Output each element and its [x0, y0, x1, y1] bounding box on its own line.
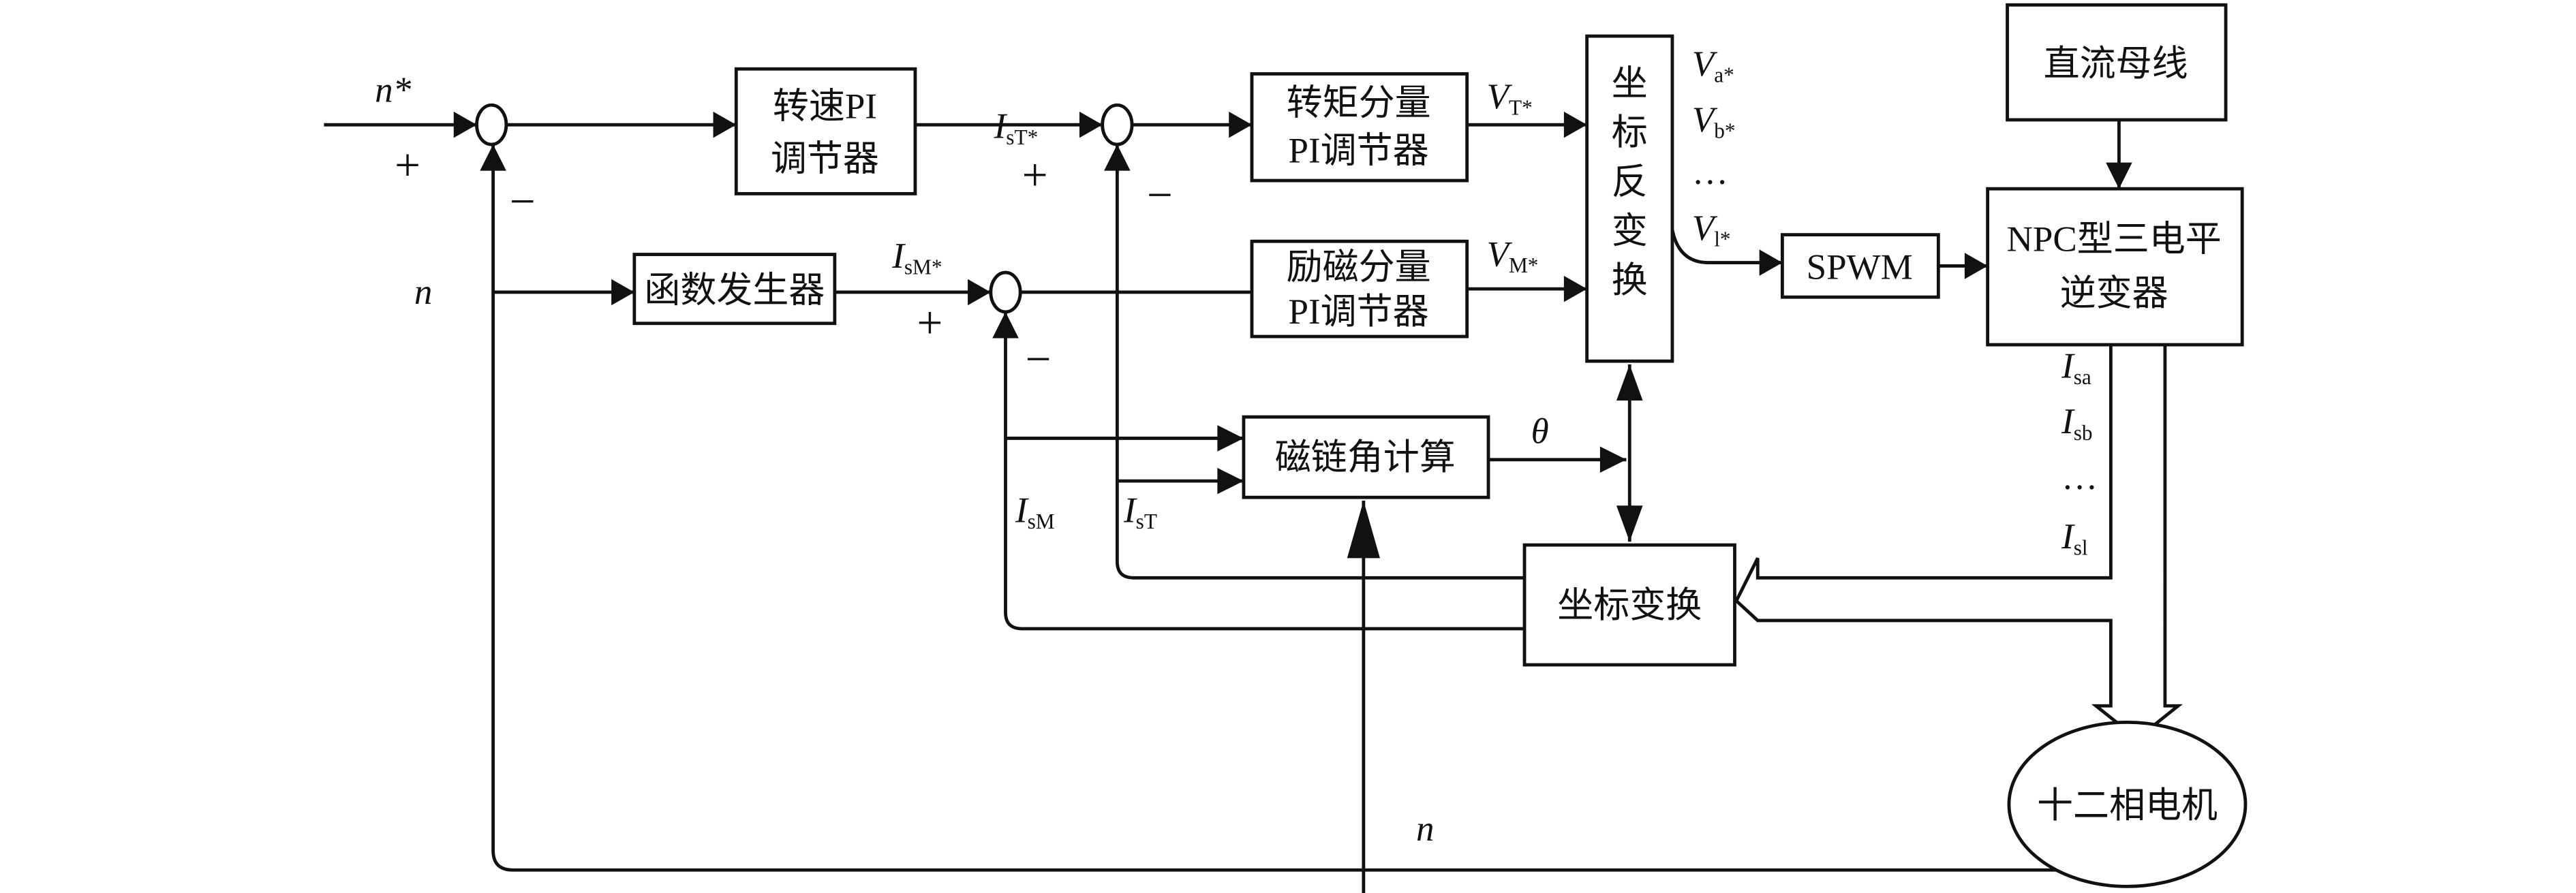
label-n: n — [414, 272, 433, 312]
svg-text:标: 标 — [1612, 113, 1648, 153]
svg-text:…: … — [1692, 153, 1728, 192]
minus-sign: − — [1025, 333, 1051, 384]
label-ism-ref: IsM* — [891, 236, 942, 279]
svg-text:反: 反 — [1612, 162, 1648, 202]
current-input-labels: Isa Isb … Isl — [2061, 346, 2098, 559]
summing-junction-flux — [989, 270, 1022, 314]
svg-text:NPC型三电平: NPC型三电平 — [2007, 220, 2222, 260]
label-vm-ref: VM* — [1487, 234, 1539, 277]
plus-sign: + — [395, 140, 420, 191]
minus-sign: − — [1147, 169, 1173, 220]
label-n-bottom: n — [1416, 809, 1435, 849]
plus-sign: + — [1022, 150, 1048, 201]
svg-text:PI调节器: PI调节器 — [1289, 292, 1429, 332]
speed-pi-block: 转速PI 调节器 — [734, 67, 917, 195]
wires — [324, 119, 2183, 893]
voltage-output-labels: Va* Vb* … Vl* — [1692, 44, 1736, 251]
svg-text:转速PI: 转速PI — [773, 87, 877, 127]
svg-text:Vb*: Vb* — [1692, 100, 1736, 143]
svg-text:变: 变 — [1612, 212, 1648, 251]
svg-text:Vl*: Vl* — [1692, 208, 1731, 251]
svg-text:换: 换 — [1612, 261, 1648, 300]
motor: 十二相电机 — [2007, 720, 2248, 888]
flux-angle-block: 磁链角计算 — [1242, 415, 1490, 499]
svg-text:Isa: Isa — [2061, 346, 2091, 389]
label-theta: θ — [1531, 412, 1549, 452]
svg-text:函数发生器: 函数发生器 — [644, 270, 825, 310]
spwm-block: SPWM — [1780, 233, 1940, 299]
inverse-transform-block: 坐 标 反 变 换 — [1585, 34, 1674, 363]
arrowheads — [453, 111, 2132, 559]
label-vt-ref: VT* — [1487, 77, 1533, 120]
label-n-ref: n* — [375, 70, 411, 110]
svg-text:…: … — [2061, 458, 2098, 497]
svg-text:SPWM: SPWM — [1807, 248, 1913, 287]
signs: + + + − − − — [395, 140, 1173, 384]
label-ism: IsM — [1015, 490, 1055, 533]
label-ist: IsT — [1123, 490, 1157, 533]
svg-text:Isb: Isb — [2061, 402, 2093, 445]
plus-sign: + — [917, 297, 942, 348]
svg-text:坐: 坐 — [1612, 64, 1648, 104]
function-generator-block: 函数发生器 — [632, 253, 837, 326]
svg-text:坐标变换: 坐标变换 — [1557, 586, 1702, 625]
svg-text:励磁分量: 励磁分量 — [1287, 248, 1431, 287]
dc-bus-block: 直流母线 — [2006, 3, 2228, 122]
torque-pi-block: 转矩分量 PI调节器 — [1250, 72, 1469, 183]
svg-text:十二相电机: 十二相电机 — [2037, 786, 2218, 826]
label-ist-ref: IsT* — [994, 106, 1039, 149]
npc-inverter-block: NPC型三电平 逆变器 — [1986, 187, 2244, 347]
coordinate-transform-block: 坐标变换 — [1522, 543, 1736, 667]
svg-text:Isl: Isl — [2061, 517, 2088, 560]
svg-text:调节器: 调节器 — [771, 140, 879, 179]
summing-junction-speed — [475, 103, 508, 146]
svg-text:PI调节器: PI调节器 — [1289, 131, 1429, 171]
svg-text:直流母线: 直流母线 — [2044, 44, 2188, 84]
minus-sign: − — [510, 176, 536, 227]
flux-pi-block: 励磁分量 PI调节器 — [1250, 239, 1469, 339]
svg-text:Va*: Va* — [1692, 44, 1734, 87]
svg-text:磁链角计算: 磁链角计算 — [1275, 438, 1456, 477]
svg-text:逆变器: 逆变器 — [2060, 274, 2168, 313]
svg-text:转矩分量: 转矩分量 — [1287, 84, 1431, 123]
summing-junction-torque — [1101, 103, 1134, 146]
